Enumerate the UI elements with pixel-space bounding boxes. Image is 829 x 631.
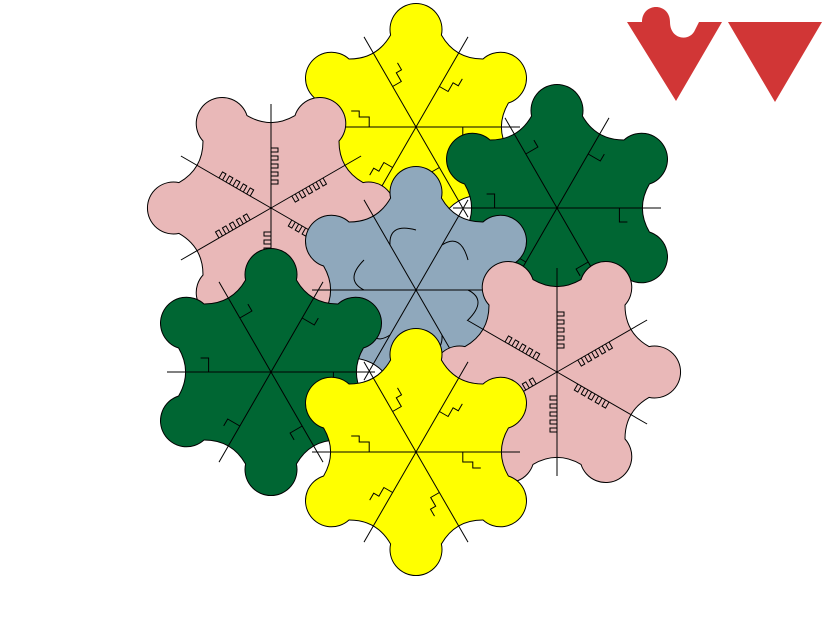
comb-tooth: [601, 399, 610, 409]
comb-tooth: [225, 175, 234, 185]
comb-tooth: [584, 353, 593, 363]
comb-tooth: [271, 147, 279, 153]
curve-seam: [353, 259, 365, 291]
flower-spoke: [363, 451, 417, 543]
flower-spoke: [415, 36, 469, 128]
comb-tooth: [549, 395, 557, 401]
comb-tooth: [214, 229, 223, 239]
comb-tooth: [271, 179, 279, 185]
flower-spoke: [556, 117, 610, 209]
comb-tooth: [557, 327, 565, 333]
comb-tooth: [271, 163, 279, 169]
comb-tooth: [294, 223, 303, 233]
comb-tooth: [573, 383, 582, 393]
comb-tooth: [557, 319, 565, 325]
comb-tooth: [246, 187, 255, 197]
comb-tooth: [504, 335, 513, 345]
comb-tooth: [525, 347, 534, 357]
key-notch: [439, 403, 463, 418]
comb-tooth: [532, 351, 541, 361]
flower-spoke: [218, 371, 272, 463]
comb-tooth: [528, 377, 537, 387]
flower-spoke: [218, 281, 272, 373]
step-notch: [575, 261, 589, 277]
comb-tooth: [577, 357, 586, 367]
comb-tooth: [228, 221, 237, 231]
comb-tooth: [239, 183, 248, 193]
key-notch: [369, 486, 393, 501]
comb-tooth: [557, 311, 565, 317]
comb-tooth: [221, 225, 230, 235]
flower-spoke: [415, 126, 469, 218]
comb-tooth: [271, 171, 279, 177]
flower-spoke: [180, 207, 272, 261]
step-notch: [239, 303, 253, 319]
comb-tooth: [591, 349, 600, 359]
comb-tooth: [218, 171, 227, 181]
comb-tooth: [298, 189, 307, 199]
flower-spoke: [363, 36, 417, 128]
curve-seam: [441, 240, 469, 261]
step-notch: [618, 208, 628, 223]
step-notch: [486, 193, 496, 208]
flower-spoke: [363, 361, 417, 453]
step-notch: [223, 418, 241, 427]
comb-tooth: [549, 403, 557, 409]
comb-tooth: [287, 219, 296, 229]
notched-triangle-tile: [627, 7, 722, 101]
curve-seam: [467, 289, 479, 321]
key-notch: [392, 387, 403, 412]
flower-spoke: [415, 451, 469, 543]
comb-tooth: [549, 427, 557, 433]
key-notch: [351, 435, 370, 452]
comb-tooth: [271, 155, 279, 161]
comb-tooth: [511, 339, 520, 349]
comb-tooth: [305, 185, 314, 195]
comb-tooth: [598, 345, 607, 355]
comb-tooth: [518, 343, 527, 353]
flower-spoke: [270, 281, 324, 373]
comb-tooth: [557, 343, 565, 349]
comb-tooth: [319, 177, 328, 187]
step-notch: [587, 153, 605, 162]
flower-group: [146, 2, 682, 577]
curve-seam: [389, 227, 417, 246]
comb-tooth: [549, 419, 557, 425]
comb-tooth: [263, 239, 271, 245]
flower-spoke: [270, 371, 324, 463]
flower-spoke: [415, 361, 469, 453]
step-notch: [301, 317, 319, 326]
comb-tooth: [312, 181, 321, 191]
comb-tooth: [557, 335, 565, 341]
comb-tooth: [232, 179, 241, 189]
key-notch: [439, 78, 463, 93]
key-notch: [369, 161, 393, 176]
key-notch: [462, 452, 481, 469]
key-notch: [351, 110, 370, 127]
comb-tooth: [594, 395, 603, 405]
comb-tooth: [580, 387, 589, 397]
comb-tooth: [521, 381, 530, 391]
comb-tooth: [242, 213, 251, 223]
comb-tooth: [263, 231, 271, 237]
step-notch: [289, 425, 303, 441]
flower-spoke: [270, 155, 362, 209]
comb-tooth: [587, 391, 596, 401]
step-notch: [525, 139, 539, 155]
plain-triangle-tile: [728, 22, 822, 102]
bottom-yellow-flower: [305, 327, 527, 577]
flower-spoke: [504, 117, 558, 209]
comb-tooth: [549, 411, 557, 417]
prototile-group: [627, 7, 822, 102]
comb-tooth: [291, 193, 300, 203]
step-notch: [200, 357, 210, 372]
comb-tooth: [235, 217, 244, 227]
comb-tooth: [605, 341, 614, 351]
key-notch: [429, 492, 440, 517]
flower-spoke: [556, 319, 648, 373]
key-notch: [392, 62, 403, 87]
